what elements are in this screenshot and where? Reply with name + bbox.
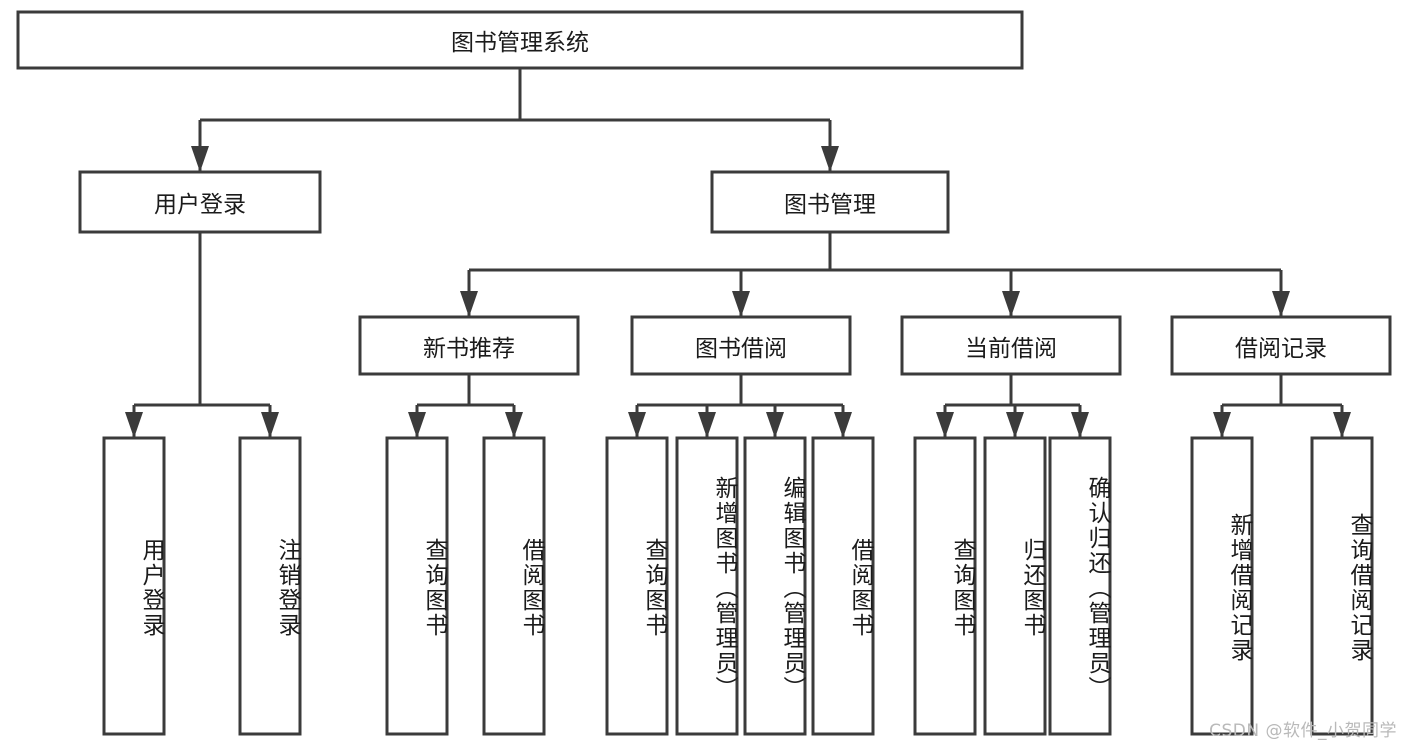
- node-box-leaf-borrow-book[interactable]: [811, 436, 875, 736]
- arrow-new-book-recommend-icon: [460, 291, 478, 317]
- arrow-leaf-query-book-rec-icon: [408, 412, 426, 438]
- arrow-book-manage-icon: [821, 146, 839, 172]
- node-box-root[interactable]: [16, 10, 1024, 70]
- node-box-user-login[interactable]: [78, 170, 322, 234]
- node-box-leaf-query-book-cur[interactable]: [913, 436, 977, 736]
- connector-layer: [125, 68, 1351, 438]
- node-box-leaf-query-book-rec[interactable]: [385, 436, 449, 736]
- arrow-leaf-query-book-borrow-icon: [628, 412, 646, 438]
- arrow-user-login-icon: [191, 146, 209, 172]
- arrow-leaf-add-record-icon: [1213, 412, 1231, 438]
- arrow-leaf-query-record-icon: [1333, 412, 1351, 438]
- arrow-leaf-user-login-icon: [125, 412, 143, 438]
- arrow-leaf-edit-book-icon: [766, 412, 784, 438]
- arrow-leaf-query-book-cur-icon: [936, 412, 954, 438]
- arrow-leaf-add-book-icon: [698, 412, 716, 438]
- node-box-leaf-borrow-book-rec[interactable]: [482, 436, 546, 736]
- node-box-current-borrow[interactable]: [900, 315, 1122, 376]
- node-box-leaf-add-book[interactable]: [675, 436, 739, 736]
- node-box-new-book-recommend[interactable]: [358, 315, 580, 376]
- node-box-leaf-query-record[interactable]: [1310, 436, 1374, 736]
- arrow-leaf-user-logout-icon: [261, 412, 279, 438]
- node-box-borrow-record[interactable]: [1170, 315, 1392, 376]
- node-box-leaf-query-book-borrow[interactable]: [605, 436, 669, 736]
- arrow-leaf-return-book-icon: [1006, 412, 1024, 438]
- node-box-leaf-confirm-return[interactable]: [1048, 436, 1112, 736]
- node-box-leaf-user-login[interactable]: [102, 436, 166, 736]
- arrow-current-borrow-icon: [1002, 291, 1020, 317]
- node-box-book-manage[interactable]: [710, 170, 950, 234]
- node-box-leaf-add-record[interactable]: [1190, 436, 1254, 736]
- node-box-leaf-return-book[interactable]: [983, 436, 1047, 736]
- node-box-leaf-edit-book[interactable]: [743, 436, 807, 736]
- node-box-book-borrow[interactable]: [630, 315, 852, 376]
- node-box-leaf-user-logout[interactable]: [238, 436, 302, 736]
- csdn-watermark: CSDN @软件_小贺同学: [1209, 721, 1397, 741]
- arrow-leaf-borrow-book-rec-icon: [505, 412, 523, 438]
- arrow-borrow-record-icon: [1272, 291, 1290, 317]
- arrow-book-borrow-icon: [732, 291, 750, 317]
- arrow-leaf-borrow-book-icon: [834, 412, 852, 438]
- arrow-leaf-confirm-return-icon: [1071, 412, 1089, 438]
- node-box-layer: [16, 10, 1392, 736]
